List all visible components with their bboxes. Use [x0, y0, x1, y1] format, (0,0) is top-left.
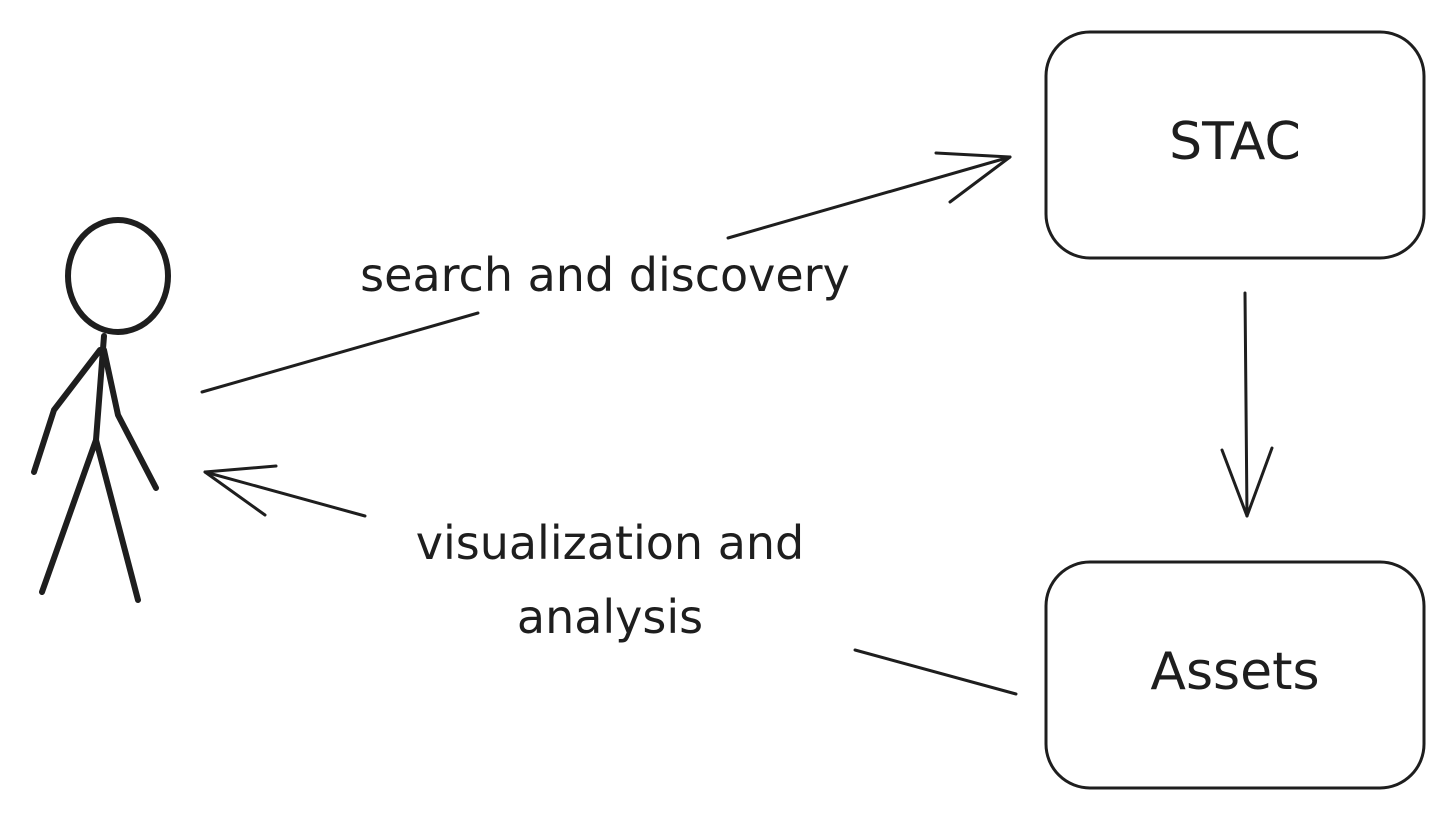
- assets-box[interactable]: [1044, 560, 1426, 790]
- stick-figure-icon: [31, 217, 171, 603]
- visualization-label-line1: visualization and: [415, 516, 805, 570]
- visualization-label-line2: analysis: [516, 590, 704, 644]
- assets-label: Assets: [1150, 642, 1320, 702]
- visualization-arrow: [203, 464, 1018, 696]
- stac-box[interactable]: [1044, 30, 1426, 260]
- search-and-discovery-label: search and discovery: [360, 248, 850, 302]
- search-arrow: [200, 151, 1012, 394]
- stac-label: STAC: [1169, 112, 1301, 172]
- stac-to-assets-arrow: [1220, 291, 1274, 518]
